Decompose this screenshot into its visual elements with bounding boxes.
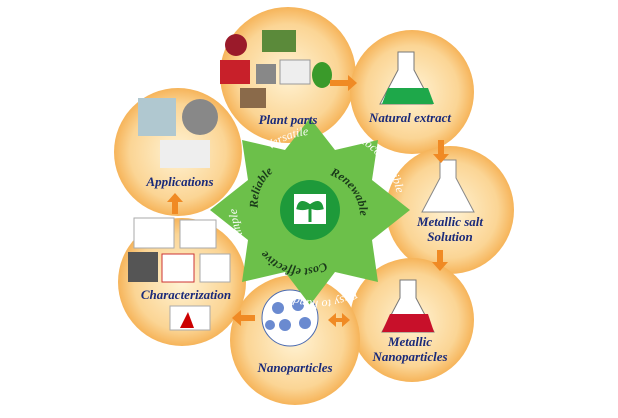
characterization-images	[128, 217, 231, 331]
label-nanoparticles: Nanoparticles	[256, 360, 332, 375]
label-nanoparticles-metallic: Nanoparticles	[371, 349, 447, 364]
label-metallic-salt: Metallic salt	[416, 214, 483, 229]
label-characterization: Characterization	[141, 287, 231, 302]
arrow-np-to-characterization	[232, 310, 255, 326]
flask-salt-solution	[421, 159, 475, 213]
sprout-shape	[296, 201, 324, 222]
arrow-plant-to-extract	[330, 75, 357, 91]
label-natural-extract: Natural extract	[368, 110, 451, 125]
plant-images	[220, 30, 332, 108]
flask-green-extract	[379, 51, 434, 105]
label-applications: Applications	[145, 174, 213, 189]
label-plant-parts: Plant parts	[259, 112, 318, 127]
application-images	[138, 98, 218, 168]
arrow-salt-to-metallic	[432, 250, 448, 271]
arrow-metallic-to-np	[328, 313, 350, 327]
label-solution: Solution	[427, 229, 473, 244]
nanoparticle-image	[261, 289, 319, 347]
arrow-characterization-to-applications	[167, 193, 183, 214]
arrow-extract-to-salt	[433, 140, 449, 163]
label-metallic: Metallic	[387, 334, 432, 349]
flow-arrows	[167, 75, 449, 327]
flask-red-nanoparticles	[381, 279, 435, 333]
